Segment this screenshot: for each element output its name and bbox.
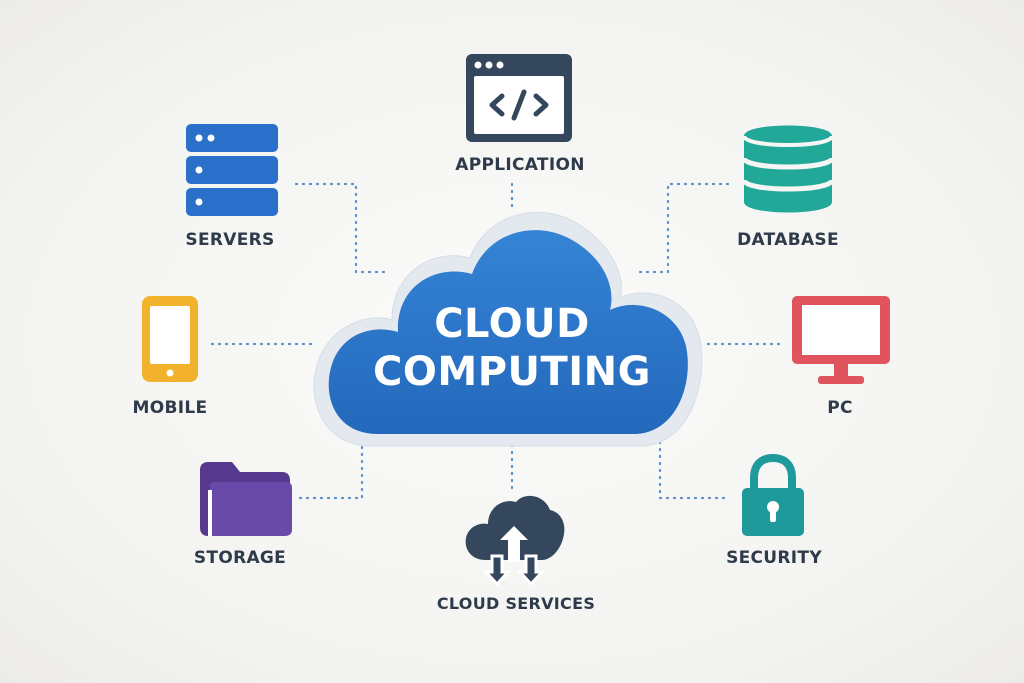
connector-security (658, 438, 726, 500)
mobile-label: MOBILE (132, 398, 208, 418)
connector-servers (294, 182, 388, 274)
application-label: APPLICATION (455, 155, 585, 175)
server-rack-icon (186, 124, 278, 216)
padlock-icon (742, 454, 804, 536)
central-title-line1: CLOUD (434, 301, 590, 347)
smartphone-icon (142, 296, 198, 382)
database-label: DATABASE (737, 230, 839, 250)
monitor-icon (792, 296, 890, 384)
folder-icon (200, 462, 292, 536)
pc-label: PC (827, 398, 853, 418)
connector-database (636, 182, 730, 274)
database-icon (742, 125, 834, 213)
code-window-icon (466, 54, 572, 142)
central-title-line2: COMPUTING (373, 349, 651, 395)
servers-label: SERVERS (185, 230, 275, 250)
cloud-services-label: CLOUD SERVICES (436, 594, 596, 613)
cloud-sync-icon (465, 495, 565, 586)
security-label: SECURITY (726, 548, 822, 568)
storage-label: STORAGE (193, 548, 287, 568)
central-title: CLOUD COMPUTING (373, 300, 651, 396)
connector-storage (298, 438, 364, 500)
